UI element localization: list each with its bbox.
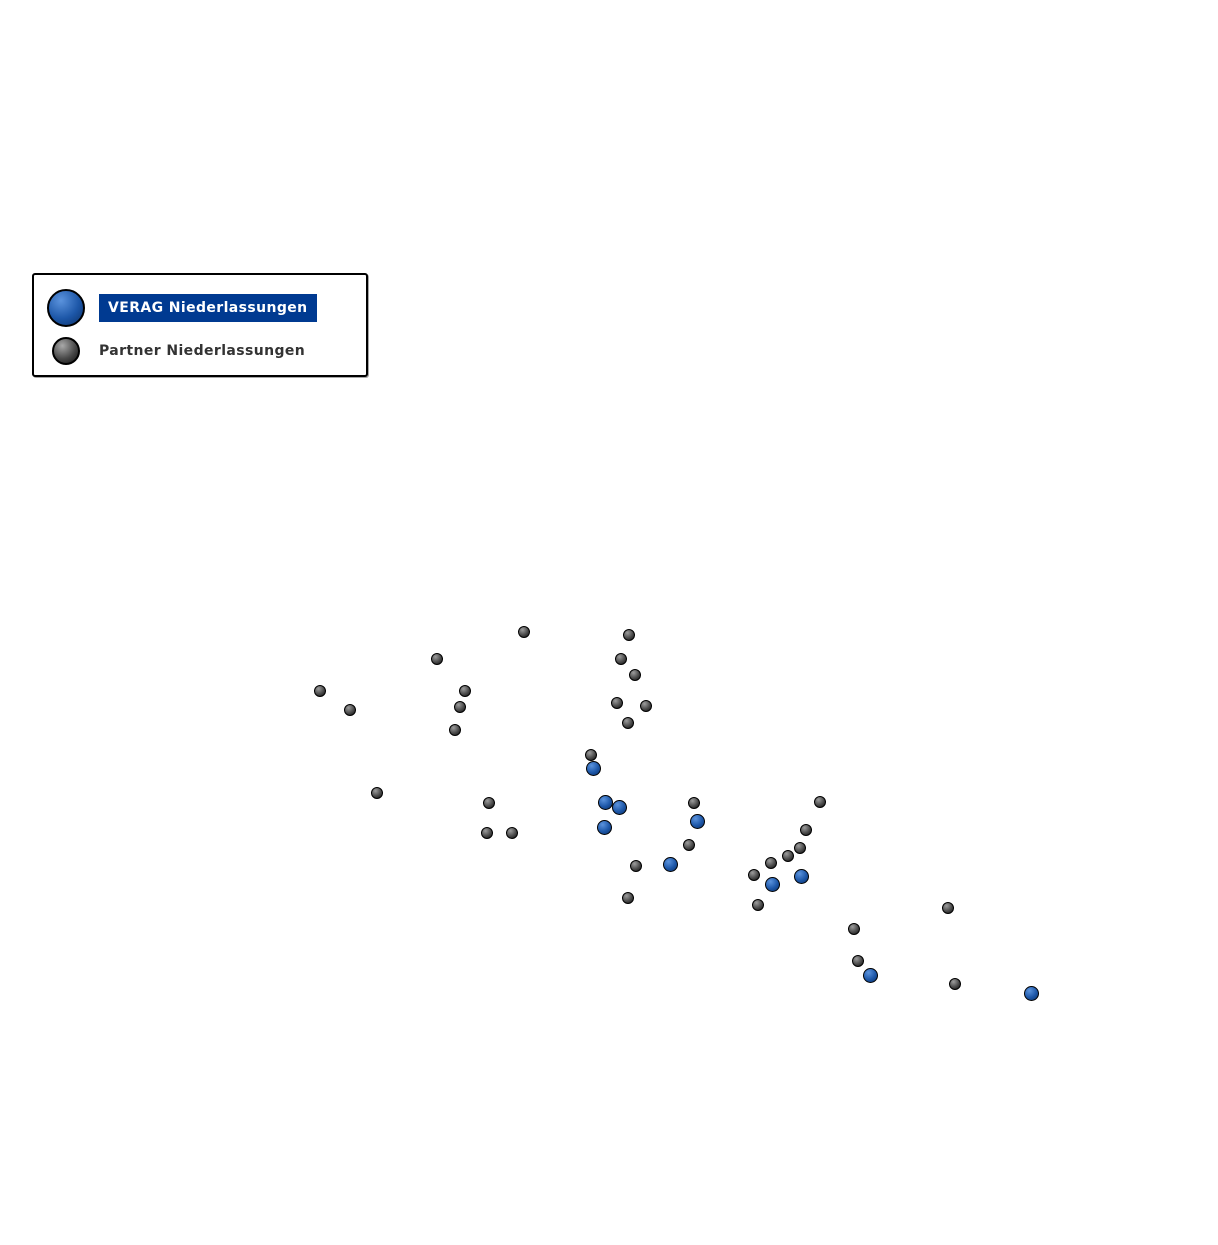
partner-marker[interactable] (814, 796, 826, 808)
partner-marker[interactable] (752, 899, 764, 911)
partner-marker[interactable] (459, 685, 471, 697)
verag-marker[interactable] (611, 799, 627, 815)
partner-marker[interactable] (622, 717, 634, 729)
verag-marker[interactable] (689, 813, 705, 829)
verag-marker[interactable] (662, 856, 678, 872)
partner-marker[interactable] (615, 653, 627, 665)
partner-marker[interactable] (794, 842, 806, 854)
partner-marker[interactable] (431, 653, 443, 665)
partner-marker[interactable] (611, 697, 623, 709)
partner-marker[interactable] (585, 749, 597, 761)
legend-box: VERAG Niederlassungen Partner Niederlass… (32, 273, 368, 377)
partner-marker[interactable] (748, 869, 760, 881)
verag-marker[interactable] (1023, 985, 1039, 1001)
partner-marker[interactable] (800, 824, 812, 836)
partner-marker[interactable] (506, 827, 518, 839)
legend-row-partner: Partner Niederlassungen (34, 337, 305, 365)
partner-marker[interactable] (782, 850, 794, 862)
partner-marker[interactable] (852, 955, 864, 967)
partner-marker[interactable] (848, 923, 860, 935)
verag-marker[interactable] (596, 819, 612, 835)
partner-marker[interactable] (949, 978, 961, 990)
partner-marker[interactable] (688, 797, 700, 809)
partner-marker-icon (52, 337, 80, 365)
partner-marker[interactable] (314, 685, 326, 697)
verag-marker[interactable] (793, 868, 809, 884)
verag-marker[interactable] (597, 794, 613, 810)
partner-marker[interactable] (683, 839, 695, 851)
verag-marker-icon (47, 289, 85, 327)
legend-label-verag: VERAG Niederlassungen (99, 294, 317, 322)
partner-marker[interactable] (518, 626, 530, 638)
partner-marker[interactable] (942, 902, 954, 914)
verag-marker[interactable] (862, 967, 878, 983)
partner-marker[interactable] (629, 669, 641, 681)
partner-marker[interactable] (454, 701, 466, 713)
partner-marker[interactable] (623, 629, 635, 641)
partner-marker[interactable] (640, 700, 652, 712)
partner-marker[interactable] (481, 827, 493, 839)
partner-marker[interactable] (371, 787, 383, 799)
partner-marker[interactable] (344, 704, 356, 716)
partner-marker[interactable] (483, 797, 495, 809)
partner-marker[interactable] (630, 860, 642, 872)
verag-marker[interactable] (585, 760, 601, 776)
partner-marker[interactable] (765, 857, 777, 869)
verag-marker[interactable] (764, 876, 780, 892)
partner-marker[interactable] (449, 724, 461, 736)
partner-marker[interactable] (622, 892, 634, 904)
legend-row-verag: VERAG Niederlassungen (34, 289, 317, 327)
legend-label-partner: Partner Niederlassungen (99, 343, 306, 359)
